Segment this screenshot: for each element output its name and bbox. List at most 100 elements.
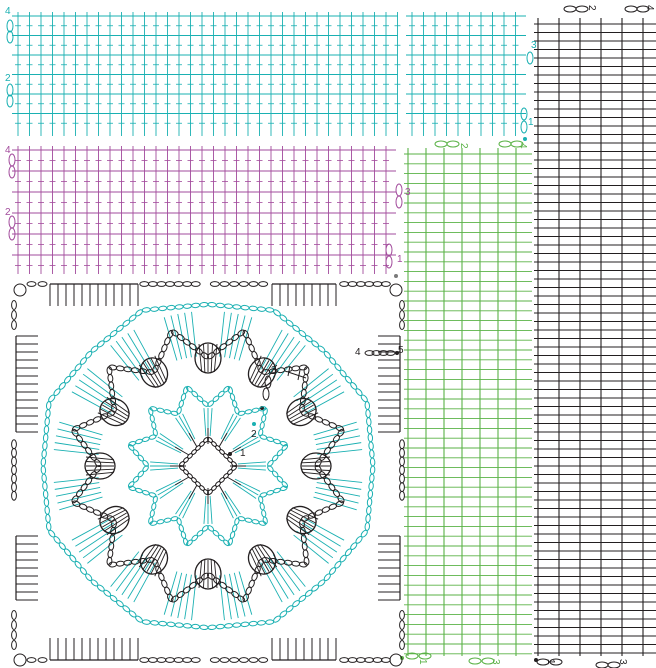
chain-stitch — [44, 498, 49, 506]
chain-stitch — [208, 302, 216, 307]
chain-stitch — [27, 658, 36, 663]
chain-stitch — [148, 517, 153, 525]
round-label-1: 1 — [240, 448, 246, 459]
chain-stitch — [210, 282, 219, 287]
chain-stitch — [199, 441, 206, 448]
chain-stitch — [183, 304, 191, 309]
chain-stitch — [400, 641, 405, 650]
chain-stitch — [367, 498, 372, 506]
chain-stitch — [211, 441, 218, 448]
chain-stitch — [400, 466, 405, 475]
chain-stitch — [400, 474, 405, 483]
chain-stitch — [386, 256, 392, 268]
chain-stitch — [148, 408, 153, 416]
green-row-label-1: 1 — [417, 659, 428, 665]
teal-post — [317, 483, 361, 490]
teal-post — [111, 552, 139, 587]
round-label-4: 4 — [355, 347, 361, 358]
round-3-black — [71, 329, 346, 604]
granny-square-chart — [12, 282, 405, 666]
chain-stitch — [299, 562, 308, 568]
purple-row-label-1: 1 — [397, 254, 403, 265]
chain-stitch — [12, 440, 17, 449]
chain-stitch — [84, 446, 93, 455]
teal-post — [75, 386, 114, 409]
teal-post — [277, 552, 305, 587]
chain-stitch — [174, 282, 183, 287]
chain-stitch — [45, 506, 50, 514]
chain-stitch — [263, 388, 269, 400]
round-label-2: 2 — [251, 429, 257, 440]
chain-stitch — [368, 434, 373, 442]
teal-post — [265, 333, 288, 372]
chain-stitch — [241, 305, 249, 310]
teal-post — [111, 345, 139, 380]
chain-stitch — [219, 477, 226, 484]
chain-stitch — [150, 521, 158, 526]
start-dot — [394, 274, 398, 278]
chain-stitch — [41, 458, 46, 466]
chain-stitch — [183, 623, 191, 628]
chain-stitch — [249, 658, 258, 663]
chain-stitch — [323, 446, 332, 455]
chain-stitch — [12, 448, 17, 457]
chain-stitch — [370, 466, 375, 474]
chain-stitch — [299, 365, 308, 371]
teal-post — [238, 468, 266, 470]
teal-post — [233, 483, 256, 499]
chain-stitch — [149, 492, 157, 498]
teal-row-label-1: 1 — [528, 117, 534, 128]
teal-post — [204, 496, 206, 524]
chain-stitch — [108, 365, 117, 371]
purple-stitch-panel — [9, 146, 402, 278]
puff-stripe — [86, 472, 114, 475]
chain-stitch — [261, 415, 266, 423]
chain-stitch — [224, 304, 232, 309]
teal-post — [225, 575, 232, 619]
chain-stitch — [142, 436, 150, 442]
teal-post — [294, 369, 329, 397]
chain-stitch — [108, 562, 117, 568]
chain-stitch — [12, 483, 17, 492]
chain-stitch — [157, 282, 166, 287]
teal-post — [185, 313, 192, 357]
chain-stitch — [227, 469, 234, 476]
chain-stitch — [157, 658, 166, 663]
chain-stitch — [45, 417, 50, 425]
chain-stitch — [381, 658, 390, 663]
chain-stitch — [348, 282, 357, 287]
teal-post — [221, 414, 233, 439]
teal-post — [150, 462, 178, 464]
chain-stitch — [234, 517, 240, 525]
chain-stitch — [12, 311, 17, 320]
chain-stitch — [366, 417, 371, 425]
stitch-line — [288, 372, 306, 378]
chain-stitch — [41, 466, 46, 474]
corner-chain — [390, 654, 402, 666]
chain-stitch — [239, 658, 248, 663]
teal-post — [302, 386, 341, 409]
chain-stitch — [232, 524, 238, 532]
teal-stitch-panel — [7, 12, 401, 136]
black-row-label-3: 3 — [617, 659, 628, 665]
teal-post — [55, 483, 99, 490]
chain-stitch — [200, 302, 208, 307]
chain-stitch — [261, 510, 266, 518]
chain-stitch — [239, 282, 248, 287]
chain-stitch — [167, 622, 175, 627]
chain-stitch — [44, 426, 49, 434]
chain-stitch — [304, 557, 310, 566]
chain-stitch — [291, 366, 300, 372]
chain-stitch — [220, 282, 229, 287]
chain-stitch — [140, 282, 149, 287]
teal-post — [87, 369, 122, 397]
black-row-label-4: 4 — [644, 5, 655, 11]
chain-stitch — [257, 620, 265, 625]
chain-stitch — [260, 503, 265, 511]
chain-stitch — [43, 434, 48, 442]
chain-stitch — [164, 409, 172, 414]
chain-stitch — [191, 449, 198, 456]
puff-stripe — [214, 560, 217, 588]
teal-post — [315, 492, 359, 503]
